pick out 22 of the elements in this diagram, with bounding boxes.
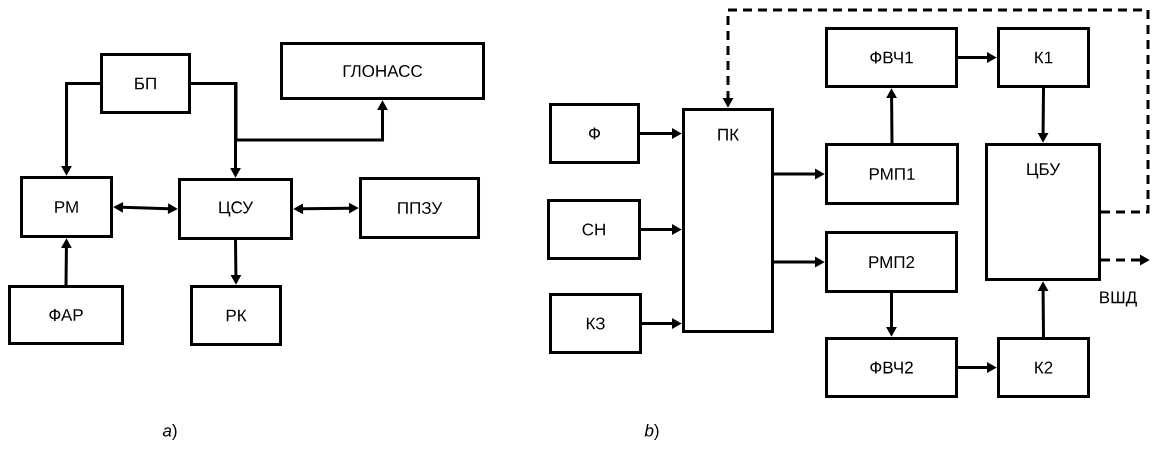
block-box: Ф	[549, 103, 640, 164]
block-box: ГЛОНАСС	[280, 42, 485, 100]
block-box: РМП2	[825, 231, 958, 293]
block-box: К2	[997, 337, 1090, 398]
block-box: ППЗУ	[359, 177, 480, 239]
block-box: ПК	[682, 108, 774, 333]
panel-label: b)	[644, 424, 659, 440]
block-box: ФАР	[8, 285, 124, 345]
edge-label: ВШД	[1097, 290, 1139, 308]
block-box: РМ	[20, 176, 113, 238]
block-box: ЦСУ	[178, 178, 293, 240]
arrow	[191, 82, 388, 142]
block-box: БП	[100, 53, 191, 114]
block-box: ФВЧ2	[825, 337, 958, 398]
block-box: КЗ	[549, 293, 642, 354]
block-box: РК	[190, 285, 282, 346]
block-box: ЦБУ	[985, 143, 1101, 281]
block-box: РМП1	[825, 143, 959, 205]
panel-label: a)	[162, 424, 177, 440]
block-box: ФВЧ1	[825, 27, 958, 88]
block-box: К1	[997, 27, 1090, 88]
block-box: СН	[547, 199, 641, 260]
